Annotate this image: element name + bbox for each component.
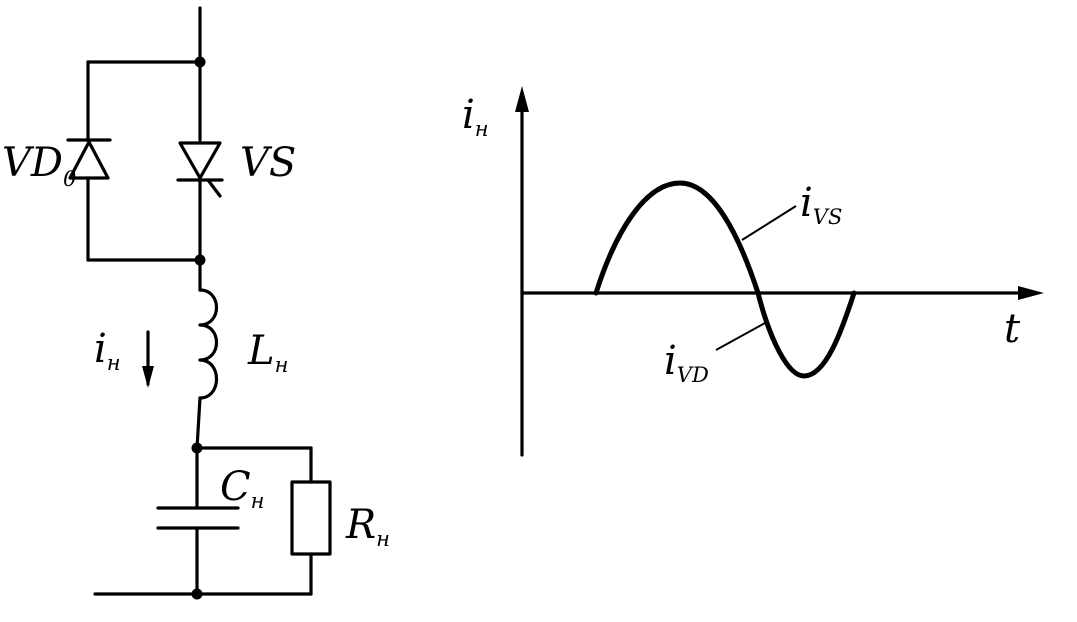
inductor-lower-wire [195,396,202,450]
y-axis-arrow [515,86,529,112]
waveform-plot: iн t iVS iVD [462,86,1044,457]
inductor-label: Lн [247,328,288,377]
x-axis-label: t [1004,306,1021,352]
x-axis-arrow [1018,286,1044,300]
capacitor-label: Cн [220,464,264,513]
current-label: iн [94,326,121,375]
resistor-label: Rн [345,502,390,551]
curve-vs-label: iVS [800,180,842,229]
diode-label: VD0 [2,140,76,191]
curve-vd-leader [715,322,766,351]
resistor-symbol [290,480,332,556]
junction-dot [194,56,206,68]
y-axis-label: iн [462,92,489,141]
current-arrow-head [142,366,154,388]
curve-vd-label: iVD [664,338,709,387]
inductor-symbol [198,288,219,400]
thyristor-label: VS [240,140,296,186]
curve-vs-leader [741,205,797,241]
circuit-schematic: VD0 VS iн Lн Cн Rн [2,6,390,600]
thyristor-symbol [176,141,224,198]
diode-symbol [66,138,112,182]
thyristor-gate-lead [206,178,222,198]
diode-current-curve [755,290,857,379]
thyristor-current-curve [593,180,761,296]
